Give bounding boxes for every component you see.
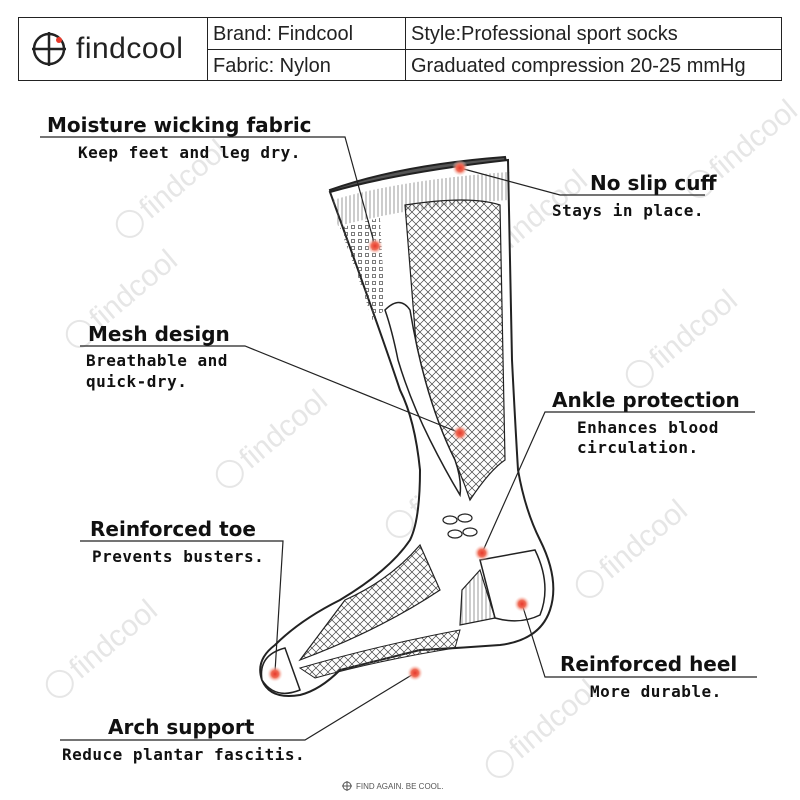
feature-desc-mesh-2: quick-dry. [86, 372, 188, 391]
feature-markers [267, 160, 530, 682]
callout-lines [40, 136, 757, 741]
feature-desc-moisture: Keep feet and leg dry. [78, 143, 301, 162]
logo-wordmark: findcool [76, 32, 184, 65]
svg-text:findcool: findcool [503, 674, 603, 766]
feature-title-ankle: Ankle protection [552, 388, 740, 412]
feature-title-heel: Reinforced heel [560, 652, 738, 676]
feature-desc-arch: Reduce plantar fascitis. [62, 745, 306, 764]
feature-desc-cuff: Stays in place. [552, 201, 704, 220]
feature-title-moisture: Moisture wicking fabric [47, 113, 312, 137]
findcool-logo-icon [32, 32, 66, 66]
feature-desc-mesh-1: Breathable and [86, 351, 228, 370]
leader-cuff [459, 167, 705, 196]
fabric-cell: Fabric: Nylon [213, 55, 331, 77]
leader-heel [521, 603, 757, 678]
marker-mesh [452, 425, 468, 441]
footer-logo-icon [342, 781, 352, 791]
marker-toe [267, 666, 283, 682]
style-cell: Style:Professional sport socks [411, 23, 678, 45]
svg-text:findcool: findcool [63, 594, 163, 686]
marker-ankle [474, 545, 490, 561]
svg-text:findcool: findcool [643, 284, 743, 376]
svg-text:findcool: findcool [233, 384, 333, 476]
feature-title-mesh: Mesh design [88, 322, 230, 346]
spec-header: findcool Brand: Findcool Fabric: Nylon S… [18, 17, 782, 81]
leader-ankle [481, 411, 755, 554]
svg-text:findcool: findcool [703, 94, 800, 186]
brand-logo: findcool [19, 18, 208, 80]
brand-cell: Brand: Findcool [213, 23, 354, 45]
marker-moisture [367, 238, 383, 254]
feature-desc-ankle-2: circulation. [577, 438, 699, 457]
leader-arch [60, 672, 416, 741]
feature-title-toe: Reinforced toe [90, 517, 256, 541]
footer-slogan: FIND AGAIN. BE COOL. [356, 782, 444, 791]
feature-desc-ankle-1: Enhances blood [577, 418, 719, 437]
marker-heel [514, 596, 530, 612]
compression-cell: Graduated compression 20-25 mmHg [411, 55, 746, 77]
svg-text:findcool: findcool [593, 494, 693, 586]
feature-desc-heel: More durable. [590, 682, 722, 701]
marker-arch [407, 665, 423, 681]
feature-desc-toe: Prevents busters. [92, 547, 265, 566]
feature-title-arch: Arch support [108, 715, 255, 739]
table-divider [207, 49, 782, 50]
feature-title-cuff: No slip cuff [590, 171, 717, 195]
marker-cuff [452, 160, 468, 176]
leader-toe [80, 540, 284, 673]
sock-illustration [259, 155, 555, 697]
leader-mesh [80, 345, 461, 434]
leader-moisture [40, 136, 376, 247]
